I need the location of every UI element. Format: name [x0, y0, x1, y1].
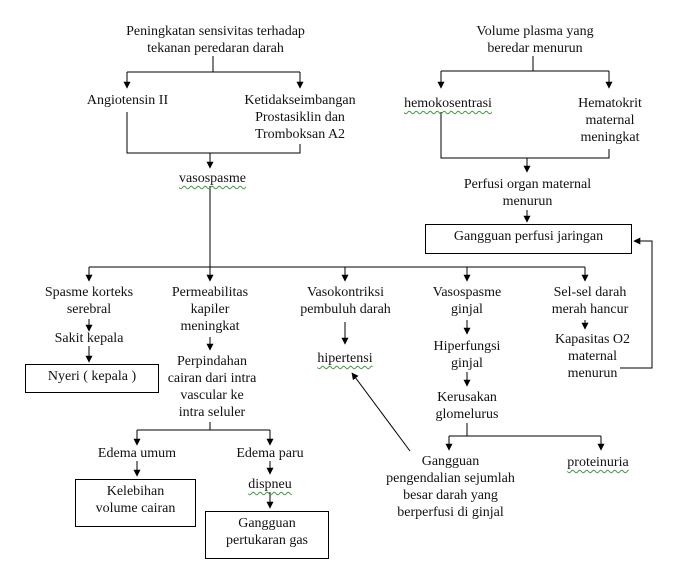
node-general-edema: Edema umum [97, 446, 177, 461]
node-renal-vasospasm: Vasospasme ginjal [432, 285, 502, 317]
node-renal-blood-control: Gangguan pengendalian sejumlah besar dar… [386, 454, 515, 520]
proteinuria-label: proteinuria [567, 455, 629, 470]
node-renal-hyperfunction: Hiperfungsi ginjal [433, 339, 501, 371]
node-sensitivity-increase: Peningkatan sensivitas terhadap tekanan … [126, 24, 305, 56]
node-red-blood-cells-destroyed: Sel-sel darah merah hancur [551, 285, 629, 317]
hypertension-label: hipertensi [317, 351, 373, 366]
vasospasm-label: vasospasme [179, 171, 246, 186]
node-fluid-shift: Perpindahan cairan dari intra vascular k… [167, 354, 257, 420]
connector [620, 237, 653, 369]
node-proteinuria: proteinuria [548, 454, 648, 471]
box-gas-exchange-disorder: Gangguan pertukaran gas [205, 511, 329, 559]
node-hematocrit: Hematokrit maternal meningkat [578, 96, 642, 145]
node-o2-capacity: Kapasitas O2 maternal menurun [554, 332, 631, 381]
node-lung-edema: Edema paru [236, 446, 304, 461]
hemoconcentration-label: hemokosentrasi [404, 96, 492, 111]
node-hypertension: hipertensi [295, 350, 395, 367]
node-hemoconcentration: hemokosentrasi [393, 95, 503, 112]
node-glomerulus-damage: Kerusakan glomelurus [435, 390, 499, 422]
connector [126, 112, 301, 154]
node-dyspnea: dispneu [230, 476, 310, 493]
node-vasoconstriction: Vasokontriksi pembuluh darah [300, 285, 391, 317]
node-plasma-volume: Volume plasma yang beredar menurun [476, 24, 594, 56]
node-headache: Sakit kepala [54, 331, 124, 346]
box-tissue-perfusion-disorder: Gangguan perfusi jaringan [425, 224, 632, 254]
node-prostacyclin-imbalance: Ketidakseimbangan Prostasiklin dan Tromb… [244, 93, 356, 142]
dyspnea-label: dispneu [248, 477, 292, 492]
connector [440, 112, 610, 159]
node-angiotensin: Angiotensin II [86, 93, 169, 108]
box-pain-head: Nyeri ( kepala ) [25, 364, 159, 393]
node-cerebral-cortex-spasm: Spasme korteks serebral [44, 285, 134, 317]
node-vasospasm: vasospasme [165, 170, 260, 187]
connector [351, 372, 411, 452]
box-fluid-volume-excess: Kelebihan volume cairan [75, 479, 196, 527]
node-organ-perfusion: Perfusi organ maternal menurun [463, 177, 592, 209]
node-capillary-permeability: Permeabilitas kapiler meningkat [171, 285, 249, 334]
